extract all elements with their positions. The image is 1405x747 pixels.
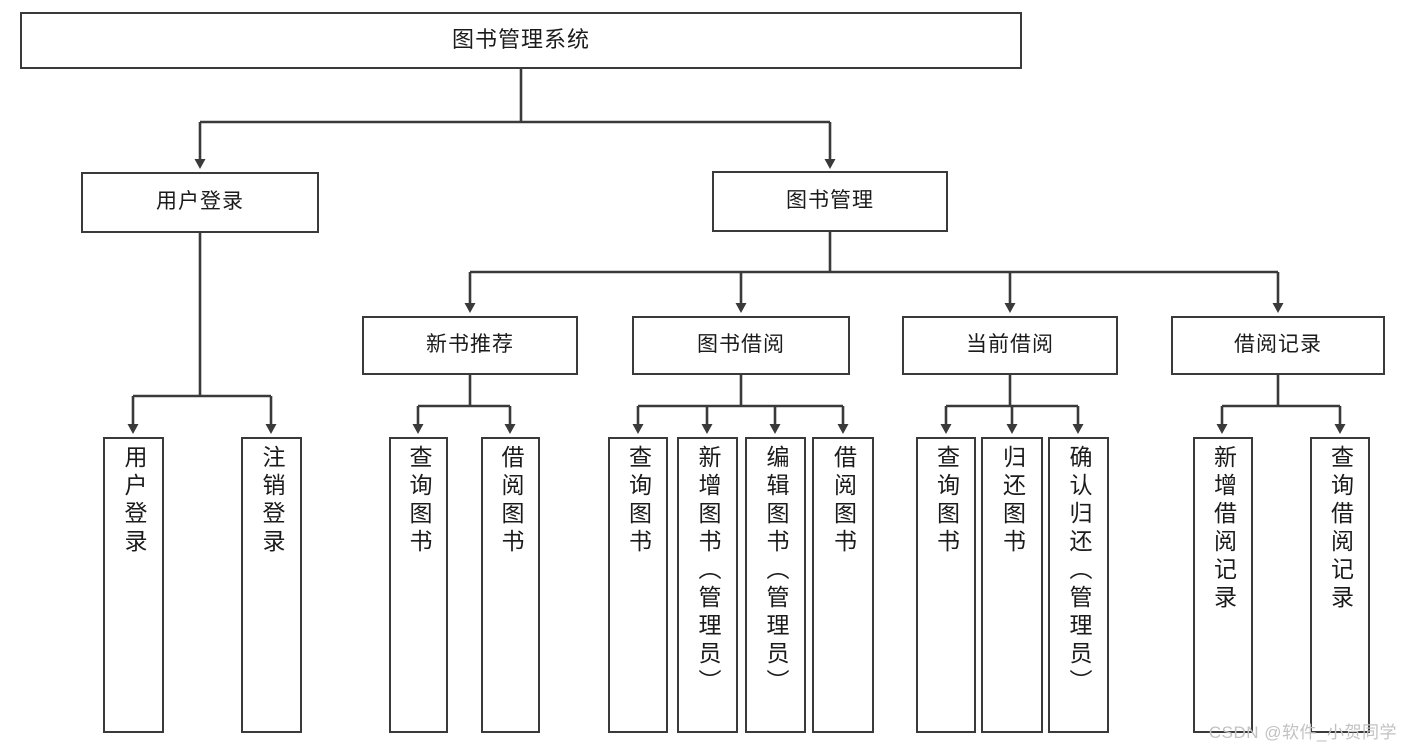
leaf-borrow-add-book-admin[interactable]: 新增图书（管理员） [677, 437, 738, 733]
node-borrow-record[interactable]: 借阅记录 [1171, 316, 1385, 375]
node-new-book-recommend[interactable]: 新书推荐 [362, 316, 578, 375]
leaf-borrow-query-book[interactable]: 查询图书 [608, 437, 668, 733]
node-label: 图书管理 [786, 189, 874, 213]
leaf-current-confirm-return-admin[interactable]: 确认归还（管理员） [1048, 437, 1109, 733]
leaf-record-add-record[interactable]: 新增借阅记录 [1193, 437, 1253, 733]
node-label: 用户登录 [156, 190, 244, 214]
node-label: 查询图书 [406, 445, 432, 557]
leaf-newbook-borrow-book[interactable]: 借阅图书 [481, 437, 540, 733]
node-label: 归还图书 [999, 445, 1026, 557]
leaf-borrow-edit-book-admin[interactable]: 编辑图书（管理员） [745, 437, 806, 733]
leaf-user-login[interactable]: 用户登录 [103, 437, 164, 733]
node-current-borrow[interactable]: 当前借阅 [902, 316, 1118, 375]
node-label: 借阅记录 [1234, 333, 1322, 357]
node-root-system[interactable]: 图书管理系统 [20, 12, 1022, 69]
csdn-watermark: CSDN @软件_小贺同学 [1208, 723, 1397, 742]
node-label: 注销登录 [259, 445, 285, 557]
node-label: 新书推荐 [426, 333, 514, 357]
node-book-borrow[interactable]: 图书借阅 [632, 316, 850, 375]
node-label: 新增图书（管理员） [695, 445, 721, 697]
node-label: 确认归还（管理员） [1066, 445, 1092, 697]
node-user-login[interactable]: 用户登录 [81, 172, 319, 233]
node-label: 编辑图书（管理员） [763, 445, 789, 697]
node-label: 查询借阅记录 [1327, 445, 1354, 613]
node-label: 图书管理系统 [451, 27, 590, 53]
node-book-management[interactable]: 图书管理 [712, 171, 948, 232]
node-label: 查询图书 [933, 445, 960, 557]
leaf-record-query-record[interactable]: 查询借阅记录 [1310, 437, 1370, 733]
leaf-newbook-query-book[interactable]: 查询图书 [389, 437, 448, 733]
node-label: 借阅图书 [830, 445, 857, 557]
leaf-borrow-borrow-book[interactable]: 借阅图书 [812, 437, 874, 733]
node-label: 新增借阅记录 [1210, 445, 1237, 613]
leaf-current-query-book[interactable]: 查询图书 [916, 437, 976, 733]
leaf-current-return-book[interactable]: 归还图书 [981, 437, 1043, 733]
node-label: 当前借阅 [966, 333, 1054, 357]
node-label: 用户登录 [121, 445, 147, 557]
node-label: 查询图书 [625, 445, 652, 557]
leaf-user-logout[interactable]: 注销登录 [241, 437, 302, 733]
node-label: 图书借阅 [697, 333, 785, 357]
node-label: 借阅图书 [498, 445, 524, 557]
